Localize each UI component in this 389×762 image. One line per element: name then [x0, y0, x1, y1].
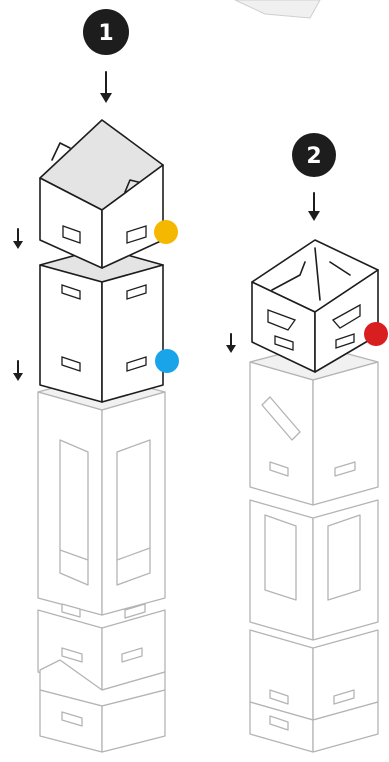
step-1-side-arrow-upper [13, 229, 23, 249]
step-2-base-tower [250, 345, 378, 752]
yellow-dot-marker [154, 220, 178, 244]
step-1-arrow-main [100, 72, 112, 103]
step-2-number: 2 [306, 144, 321, 169]
step-1-lower-cube [40, 248, 163, 402]
step-1-side-arrow-lower [13, 361, 23, 381]
red-dot-marker [364, 322, 388, 346]
step-1-badge: 1 [83, 9, 129, 55]
step-1-base-tower [38, 375, 165, 752]
corner-fragment [235, 0, 320, 18]
step-2-arrow-main [308, 193, 320, 221]
step-2-frame-cube [252, 240, 378, 372]
step-1-upper-cube [40, 120, 163, 268]
step-1-number: 1 [98, 21, 113, 46]
step-2-side-arrow [226, 334, 236, 353]
step-2-badge: 2 [292, 133, 336, 177]
blue-dot-marker [155, 349, 179, 373]
